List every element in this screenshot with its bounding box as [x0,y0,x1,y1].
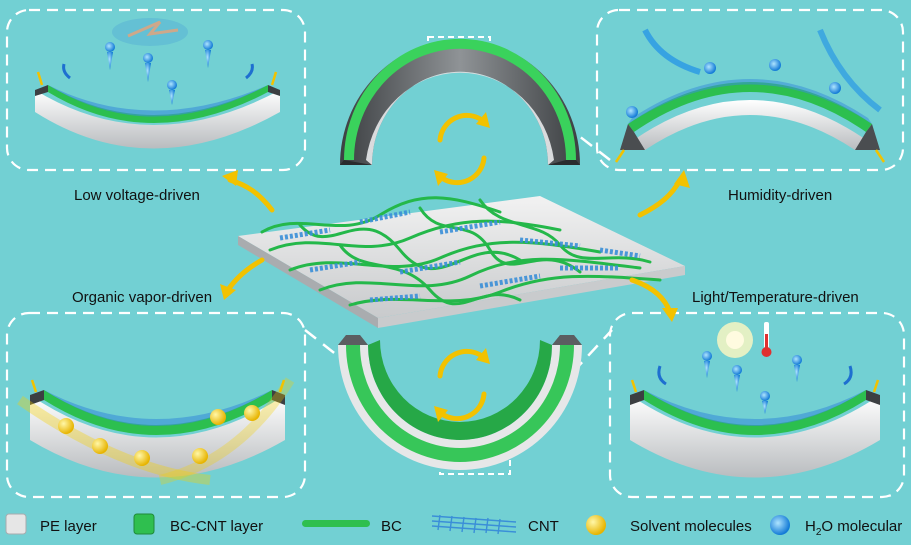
legend-solvent: Solvent molecules [630,518,752,535]
label-light-temperature: Light/Temperature-driven [692,289,859,306]
frame-light-temperature [608,311,906,499]
label-humidity: Humidity-driven [728,187,833,204]
panel-light-temperature [630,322,880,478]
frame-organic-vapor [5,311,307,499]
legend-bc-cnt-layer: BC-CNT layer [170,518,264,535]
arch-down [338,335,582,470]
water-drop-icons [105,40,213,105]
legend-h2o-sub: 2 [815,527,822,538]
h2o-swatch [770,515,790,535]
cycle-arrows-bottom [434,348,490,422]
panel-humidity [614,28,886,163]
solvent-molecule-icons [58,405,260,466]
sun-icon [717,322,753,358]
arch-up [340,38,580,165]
pe-layer-swatch [5,513,27,535]
bc-swatch [302,520,370,527]
legend-bc: BC [381,518,402,535]
water-drop-icons [626,59,841,118]
lightning-icon [127,20,179,38]
thermometer-icon [761,322,772,357]
bc-cnt-film [238,196,685,328]
legend: PE layer BC-CNT layer BC CNT Solvent mol… [0,509,911,545]
label-organic-vapor: Organic vapor-driven [72,289,213,306]
cycle-arrows-top [434,112,490,186]
panel-organic-vapor [17,377,295,485]
direction-arrows [220,170,690,322]
legend-pe-layer: PE layer [40,518,97,535]
water-drop-icons [702,351,802,414]
label-low-voltage: Low voltage-driven [74,187,200,204]
panel-low-voltage [35,18,280,149]
frame-low-voltage [5,8,307,172]
legend-h2o-suffix: O molecular [821,518,903,535]
legend-h2o-prefix: H [805,518,816,535]
cnt-swatch [431,514,517,535]
legend-icons [5,513,790,535]
solvent-swatch [586,515,606,535]
legend-h2o: H2O molecular [805,518,902,538]
frame-humidity [595,8,905,172]
bc-cnt-layer-swatch [133,513,155,535]
legend-cnt: CNT [528,518,559,535]
